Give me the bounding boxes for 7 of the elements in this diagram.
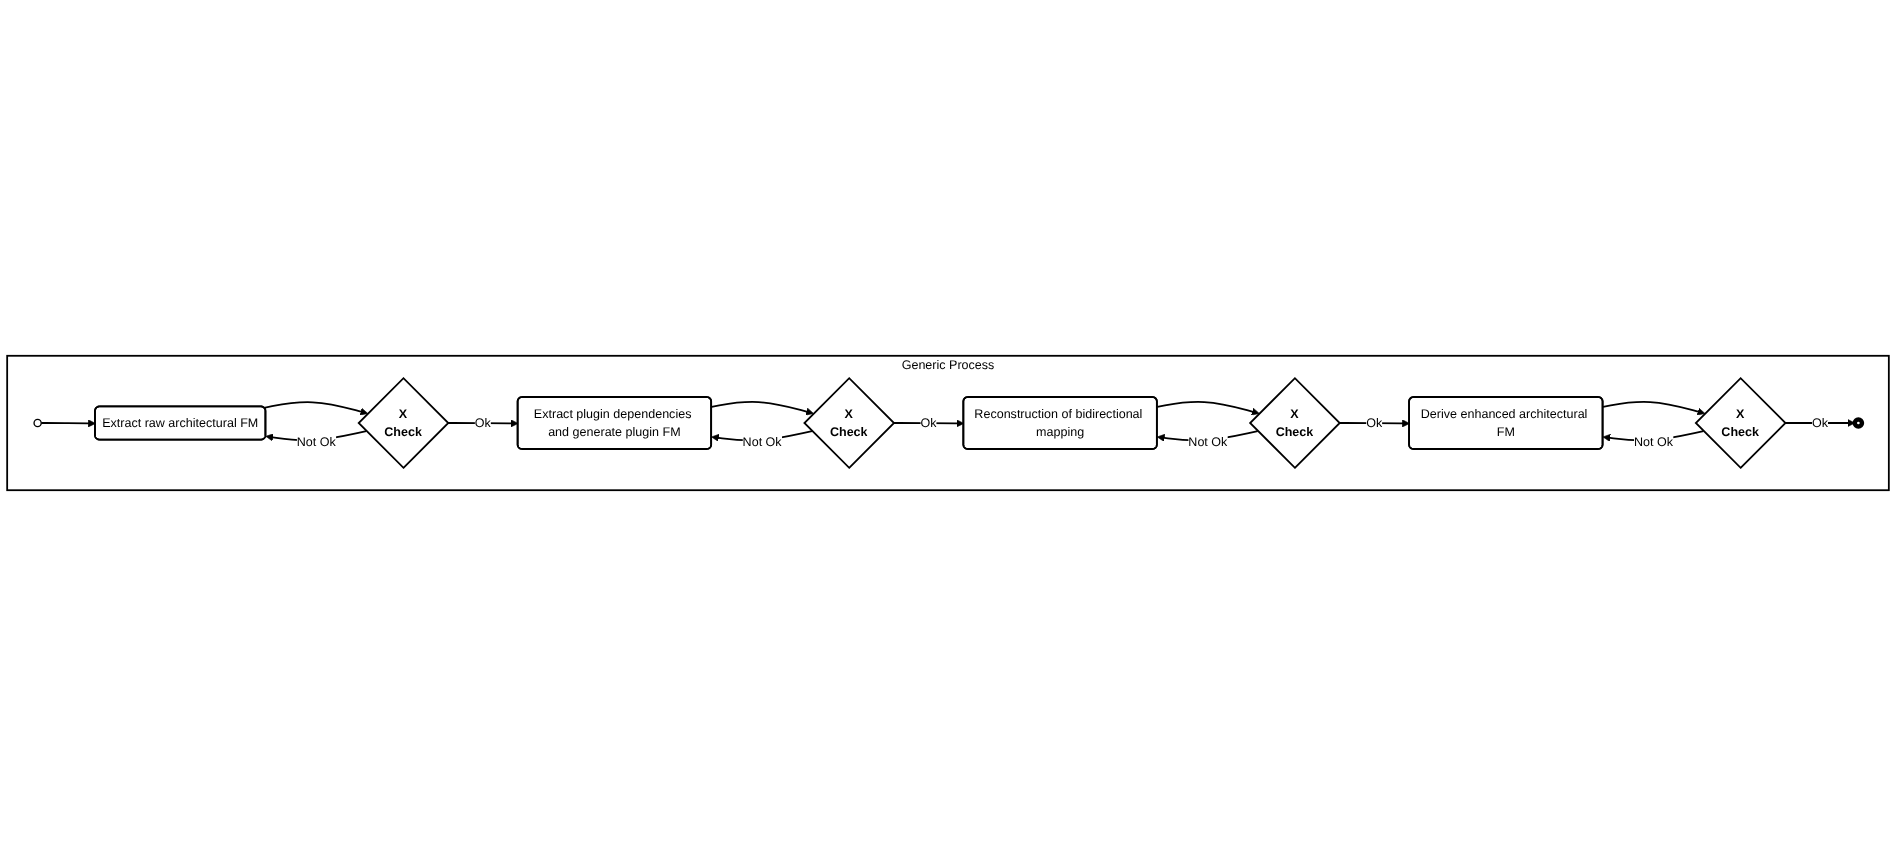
- node-circle: [33, 418, 42, 428]
- arrow: [263, 401, 369, 416]
- arrow: [40, 419, 96, 428]
- arrow: [1602, 401, 1706, 416]
- arrow: [710, 401, 814, 416]
- node-circle: [1852, 417, 1865, 429]
- arrow: [1156, 401, 1260, 416]
